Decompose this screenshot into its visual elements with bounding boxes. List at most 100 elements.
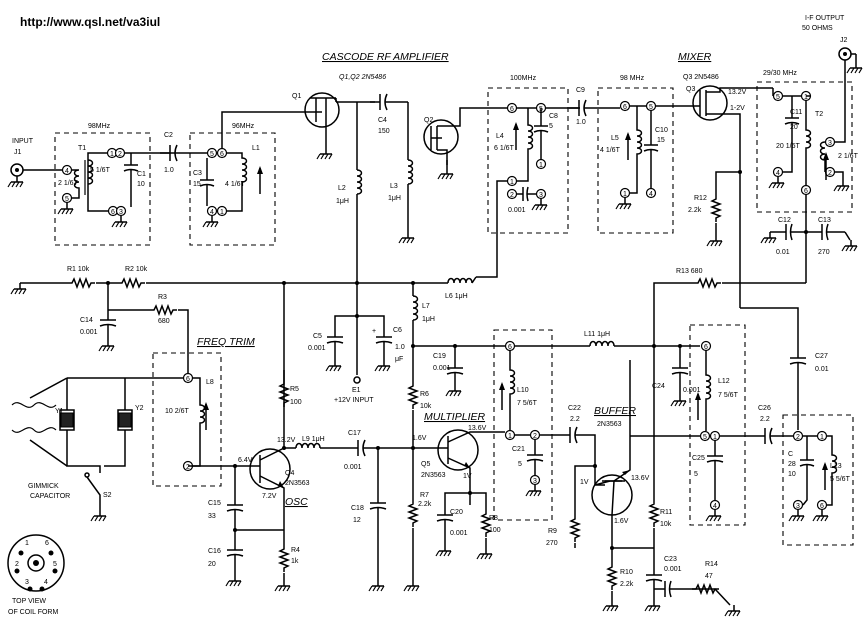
c15-label: C15 [208,500,221,507]
c4-label: C4 [378,117,387,124]
c1-label: C1 [137,171,146,178]
l4-freq: 100MHz [510,75,537,82]
cascode-title: CASCODE RF AMPLIFIER [322,51,449,63]
c28-label: C [788,451,793,458]
c9-label: C9 [576,87,585,94]
c28-value: 28 [788,461,796,468]
r6-label: R6 [420,391,429,398]
svg-text:6: 6 [623,104,627,111]
l13-value: 5 5/6T [830,476,851,483]
t1-secondary: 2 1/6T [58,180,79,187]
r9-label: R9 [548,528,557,535]
svg-text:3: 3 [119,209,123,216]
svg-text:6: 6 [820,503,824,510]
j1-label: J1 [14,149,22,156]
c8-label: C8 [549,113,558,120]
svg-text:6: 6 [704,344,708,351]
c3-label: C3 [193,170,202,177]
q5-part: 2N3563 [421,472,446,479]
q1-transistor-icon [304,92,340,128]
c27-label: C27 [815,353,828,360]
c28-value2: 10 [788,471,796,478]
c2-label: C2 [164,132,173,139]
c13-label: C13 [818,217,831,224]
c3-value: 15 [193,181,201,188]
coil-pin-3: 3 [25,579,29,586]
c22-label: C22 [568,405,581,412]
l8-shield-box [152,352,222,487]
l11-label: L11 1μH [584,331,610,338]
source-url: http://www.qsl.net/va3iul [20,15,160,29]
c27-value: 0.01 [815,366,829,373]
l8-value: 10 2/6T [165,408,189,415]
r7-label: R7 [420,492,429,499]
svg-text:5: 5 [65,196,69,203]
q5-transistor-icon [437,429,479,471]
c-001-l4: 0.001 [508,207,526,214]
s2-label: S2 [103,492,112,499]
t2-freq: 29/30 MHz [763,70,797,77]
q2-transistor-icon [423,119,459,155]
c12-label: C12 [778,217,791,224]
y1-label: Y1 [55,408,64,415]
q3-v1: 13.2V [728,89,747,96]
r12-value: 2.2k [688,207,702,214]
q4-ve: 7.2V [262,493,277,500]
r4-label: R4 [291,547,300,554]
q4-transistor-icon [249,448,291,490]
svg-text:2: 2 [186,464,190,471]
svg-text:2: 2 [796,434,800,441]
q4-label: Q4 [285,470,294,477]
svg-text:2: 2 [510,192,514,199]
r7-value: 2.2k [418,501,432,508]
q3-label: Q3 [686,86,695,93]
c18-value: 12 [353,517,361,524]
r1-label: R1 10k [67,266,90,273]
q6-vb: 1V [580,479,589,486]
c17-value: 0.001 [344,464,362,471]
r13-label: R13 680 [676,268,703,275]
t1-primary: 5 1/6T [90,167,111,174]
svg-text:1: 1 [508,433,512,440]
svg-text:+: + [372,328,376,335]
c10-label: C10 [655,127,668,134]
l4-label: L4 [496,133,504,140]
c25-label: C25 [692,455,705,462]
svg-text:2: 2 [118,151,122,158]
l1-freq: 96MHz [232,123,255,130]
q2-label: Q2 [424,117,433,124]
c5-label: C5 [313,333,322,340]
r9-value: 270 [546,540,558,547]
c10-value: 15 [657,137,665,144]
c15-value: 33 [208,513,216,520]
e1-label: E1 [352,387,361,394]
q5-ve: 1V [463,473,472,480]
c24-label: C24 [652,383,665,390]
mixer-title: MIXER [678,51,712,63]
mixer-part: Q3 2N5486 [683,74,719,81]
c22-value: 2.2 [570,416,580,423]
j2-label: J2 [840,37,848,44]
c8-value: 5 [549,123,553,130]
l10-shield-box [493,329,553,521]
coil-pin-1: 1 [25,540,29,547]
r4-value: 1k [291,558,299,565]
c23-label: C23 [664,556,677,563]
svg-text:3: 3 [828,140,832,147]
buffer-title: BUFFER [594,405,636,417]
c20-label: C20 [450,509,463,516]
t1-shield-box [54,132,151,246]
c21-value: 5 [518,461,522,468]
svg-text:1: 1 [110,151,114,158]
q3-transistor-icon [692,85,728,121]
l5-freq: 98 MHz [620,75,645,82]
input-label: INPUT [12,138,34,145]
l12-value: 7 5/6T [718,392,739,399]
q1-label: Q1 [292,93,301,100]
y1-crystal-icon [60,412,74,428]
t2-label: T2 [815,111,823,118]
q5-vc: 13.6V [468,425,487,432]
c4-value: 150 [378,128,390,135]
l9-label: L9 1μH [302,436,325,443]
e1-terminal [353,376,361,384]
